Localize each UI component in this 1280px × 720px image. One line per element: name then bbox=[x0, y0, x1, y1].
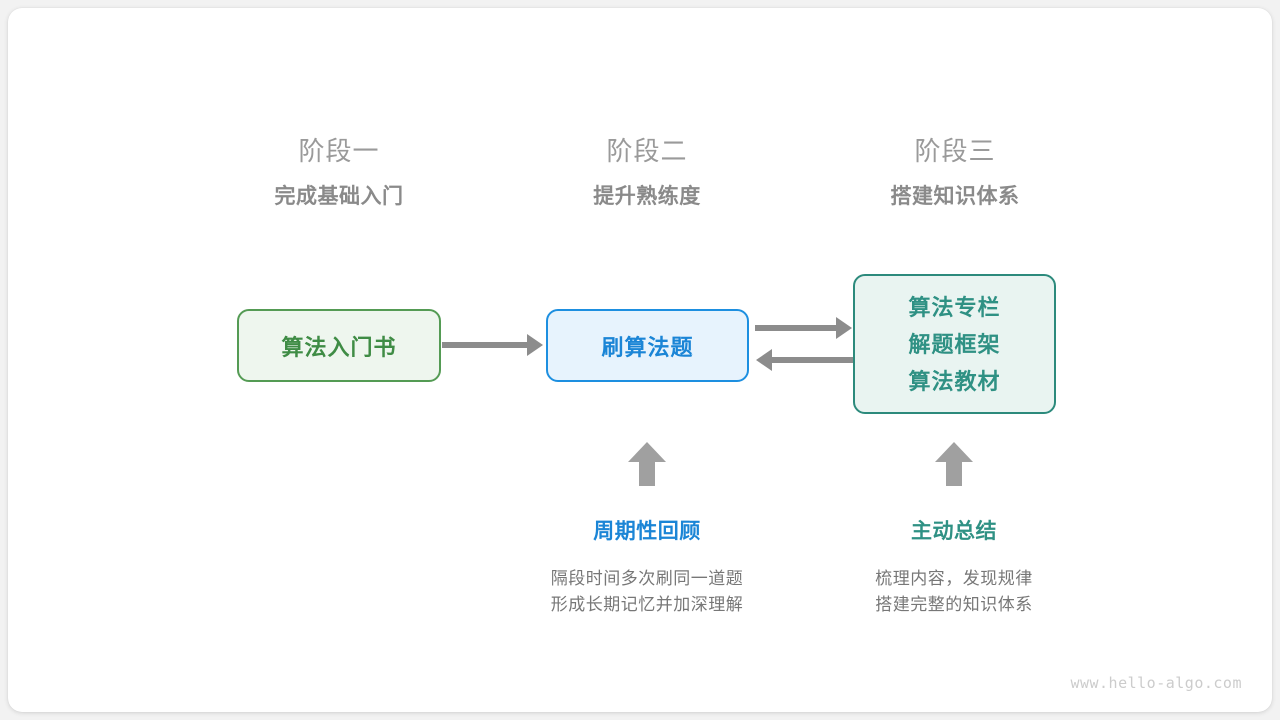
arrow-book-to-practice-icon bbox=[442, 342, 528, 348]
annotation-periodic-review: 周期性回顾 隔段时间多次刷同一道题 形成长期记忆并加深理解 bbox=[487, 518, 807, 618]
node-resources-line-1: 算法专栏 bbox=[908, 294, 1001, 320]
annotation-summary-desc: 梳理内容，发现规律 搭建完整的知识体系 bbox=[794, 566, 1114, 618]
node-practice-problems: 刷算法题 bbox=[546, 309, 749, 382]
up-arrow-review-shaft bbox=[639, 461, 655, 486]
annotation-summary-desc-line-1: 梳理内容，发现规律 bbox=[875, 569, 1033, 588]
node-resources-line-3: 算法教材 bbox=[908, 368, 1001, 394]
up-arrow-summary-icon bbox=[935, 442, 973, 486]
annotation-review-title: 周期性回顾 bbox=[593, 520, 701, 543]
stage-title-3: 阶段三 bbox=[914, 136, 996, 166]
node-intro-book-label: 算法入门书 bbox=[281, 334, 397, 360]
stage-title-1: 阶段一 bbox=[298, 136, 380, 166]
stage-header-2: 阶段二 提升熟练度 bbox=[517, 134, 777, 212]
up-arrow-summary-head bbox=[935, 442, 973, 462]
annotation-review-desc-line-1: 隔段时间多次刷同一道题 bbox=[550, 569, 744, 588]
up-arrow-summary-shaft bbox=[946, 461, 962, 486]
annotation-summary-title: 主动总结 bbox=[911, 520, 997, 543]
up-arrow-review-head bbox=[628, 442, 666, 462]
stage-subtitle-1: 完成基础入门 bbox=[274, 185, 404, 208]
node-practice-problems-label: 刷算法题 bbox=[601, 334, 694, 360]
stage-header-1: 阶段一 完成基础入门 bbox=[209, 134, 469, 212]
annotation-review-desc: 隔段时间多次刷同一道题 形成长期记忆并加深理解 bbox=[487, 566, 807, 618]
stage-header-3: 阶段三 搭建知识体系 bbox=[825, 134, 1085, 212]
stage-subtitle-2: 提升熟练度 bbox=[593, 185, 701, 208]
stage-subtitle-3: 搭建知识体系 bbox=[890, 185, 1020, 208]
annotation-review-desc-line-2: 形成长期记忆并加深理解 bbox=[550, 595, 744, 614]
diagram-canvas: 阶段一 完成基础入门 阶段二 提升熟练度 阶段三 搭建知识体系 算法入门书 刷算… bbox=[8, 8, 1272, 712]
annotation-summary-desc-line-2: 搭建完整的知识体系 bbox=[875, 595, 1033, 614]
node-intro-book: 算法入门书 bbox=[237, 309, 441, 382]
node-learning-resources: 算法专栏 解题框架 算法教材 bbox=[853, 274, 1056, 414]
watermark-url: www.hello-algo.com bbox=[1070, 674, 1242, 692]
up-arrow-review-icon bbox=[628, 442, 666, 486]
arrow-practice-to-resources-icon bbox=[755, 325, 837, 331]
node-resources-line-2: 解题框架 bbox=[908, 331, 1001, 357]
annotation-active-summary: 主动总结 梳理内容，发现规律 搭建完整的知识体系 bbox=[794, 518, 1114, 618]
stage-title-2: 阶段二 bbox=[606, 136, 688, 166]
arrow-resources-to-practice-icon bbox=[771, 357, 853, 363]
